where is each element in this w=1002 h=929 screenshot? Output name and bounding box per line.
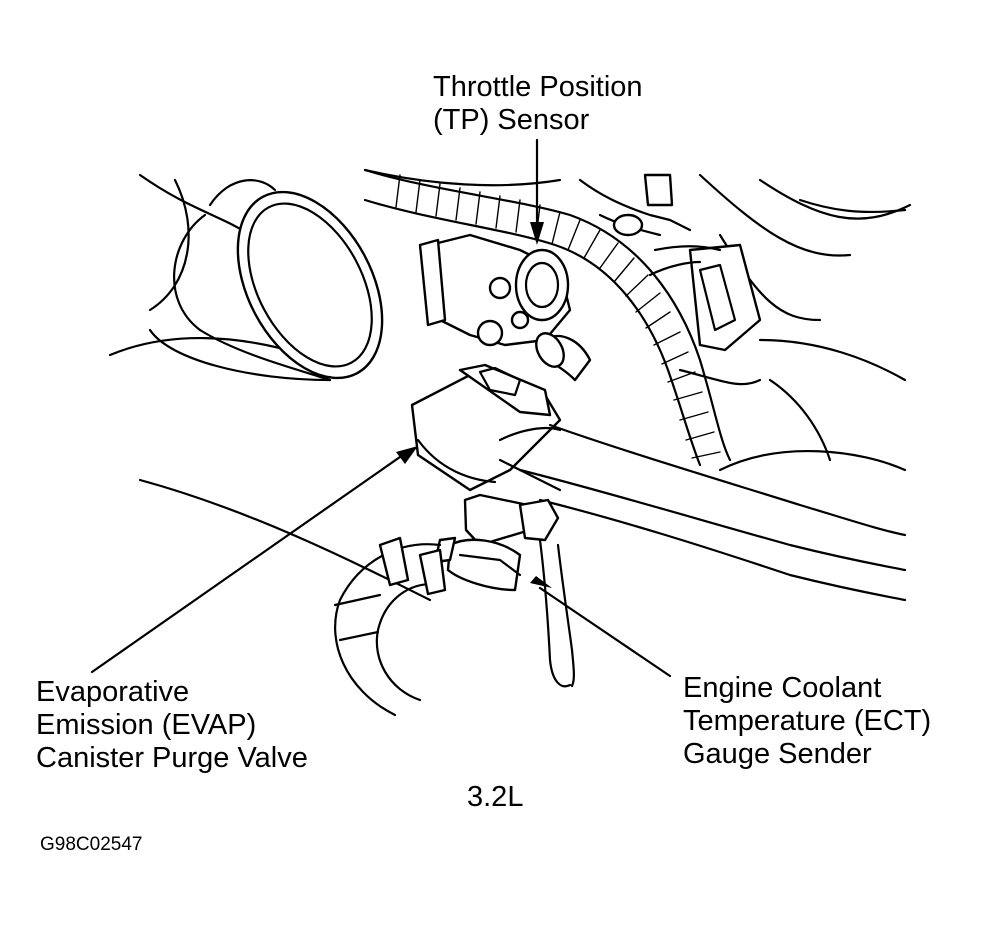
evap-valve-body xyxy=(410,363,562,492)
leader-lines xyxy=(90,138,672,678)
wire-harness xyxy=(363,168,732,467)
engine-outline xyxy=(108,168,912,602)
evap-valve-label-line1: Evaporative xyxy=(36,676,190,708)
ect-sender-label-line2: Temperature (ECT) xyxy=(683,705,932,737)
ect-sender xyxy=(433,493,575,688)
purge-hoses xyxy=(498,423,907,602)
hose-clamp xyxy=(333,536,447,717)
throttle-body xyxy=(418,233,592,382)
tp-sensor-label: Throttle Position (TP) Sensor xyxy=(433,71,643,137)
tp-sensor-label-line2: (TP) Sensor xyxy=(433,104,590,136)
evap-valve-label-line3: Canister Purge Valve xyxy=(36,742,308,774)
ect-sender-label-line1: Engine Coolant xyxy=(683,672,882,704)
right-connector xyxy=(578,173,762,352)
ect-sender-label-line3: Gauge Sender xyxy=(683,738,872,770)
evap-valve-label: Evaporative Emission (EVAP) Canister Pur… xyxy=(36,676,308,775)
figure-id: G98C02547 xyxy=(40,834,143,855)
intake-ring xyxy=(173,179,384,382)
tp-sensor-label-line1: Throttle Position xyxy=(433,71,643,103)
evap-valve-label-line2: Emission (EVAP) xyxy=(36,709,257,741)
ect-sender-label: Engine Coolant Temperature (ECT) Gauge S… xyxy=(683,672,931,771)
engine-size-label: 3.2L xyxy=(467,781,524,813)
